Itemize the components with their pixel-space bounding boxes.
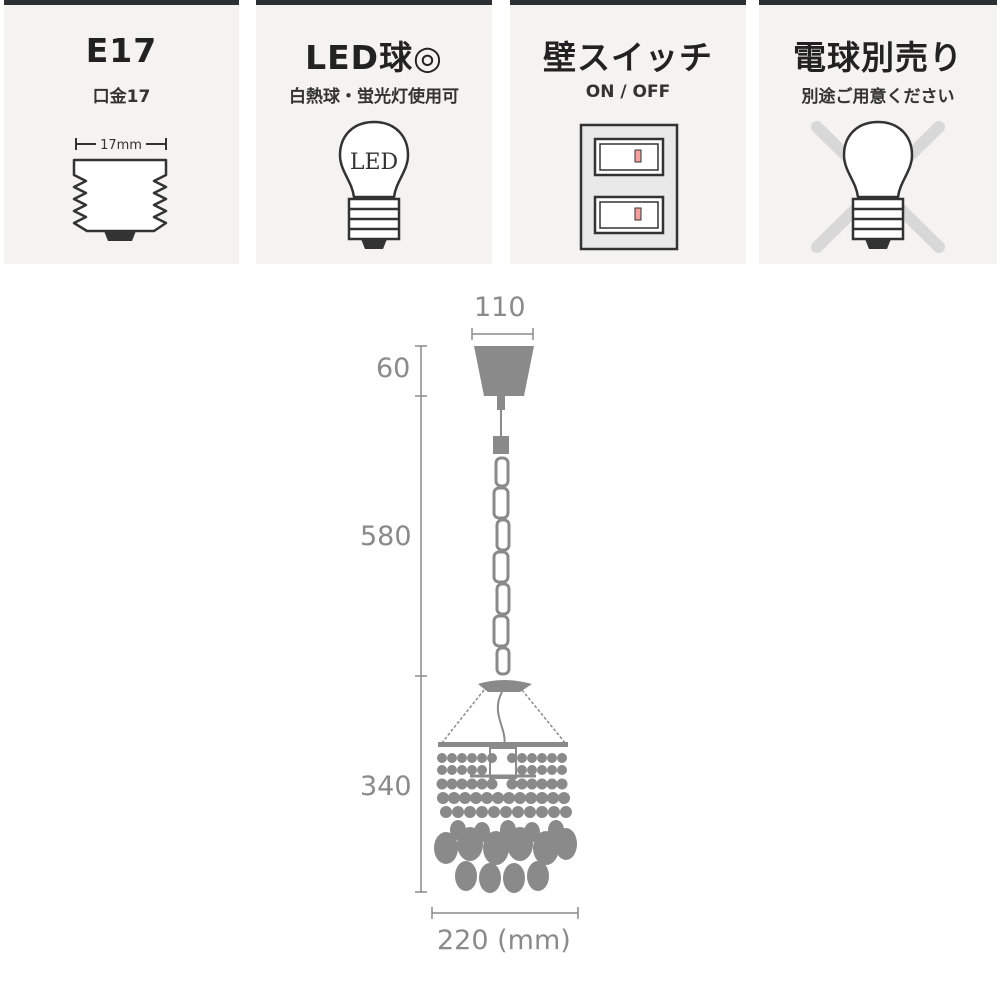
crystal-bead [517,753,527,763]
dim-chain-length: 580 [360,521,412,552]
feature-subtitle: 白熱球・蛍光灯使用可 [289,87,459,107]
crystal-bead [437,765,447,775]
crystal-drop [500,820,516,840]
feature-subtitle: ON / OFF [585,82,671,102]
feature-title: LED球◎ [305,38,443,77]
feature-card-socket: E17 口金17 17mm [4,0,239,264]
crystal-bead [536,806,548,818]
crystal-bead [526,778,538,790]
crystal-drop [548,820,564,840]
crystal-bead [506,778,518,790]
crystal-bead [437,792,449,804]
crystal-bead [436,778,448,790]
crystal-bead [477,765,487,775]
crystal-bead [536,792,548,804]
crystal-bead [507,753,517,763]
wall-switch-icon [579,123,679,251]
feature-title: 壁スイッチ [543,38,713,77]
crystal-bead [517,765,527,775]
crystal-bead [557,753,567,763]
crystal-bead [477,753,487,763]
dim-top-width: 110 [474,292,526,323]
chandelier-dimension-drawing [415,328,579,919]
crystal-bead [487,753,497,763]
crystal-drop [524,822,540,842]
crystal-bead [537,753,547,763]
dim-bottom-width: 220 (mm) [437,925,571,956]
crystal-bead [476,806,488,818]
crystal-bead [466,778,478,790]
crystal-bead [456,778,468,790]
feature-subtitle: 口金17 [92,87,151,107]
crystal-bead [470,792,482,804]
bulb-base-icon: 17mm [72,138,168,241]
crystal-bead [467,765,477,775]
crystal-bead [547,753,557,763]
crystal-bead [512,806,524,818]
measure-label: 17mm [100,138,142,153]
crystal-bead [440,806,452,818]
crystal-bead [546,778,558,790]
led-label: LED [350,150,398,175]
feature-card-bulb-sold-separately: 電球別売り 別途ご用意ください [759,0,997,264]
crystal-bead [448,792,460,804]
crystal-bead [467,753,477,763]
crystal-bead [548,806,560,818]
crystal-bead [524,806,536,818]
crystal-drop [483,831,509,865]
crystal-bead [560,806,572,818]
crystal-bead [557,765,567,775]
crystal-bead [481,792,493,804]
crystal-bead [547,792,559,804]
crystal-bead [514,792,526,804]
crystal-bead [525,792,537,804]
crystal-bead [437,753,447,763]
crystal-bead [556,778,568,790]
crystal-bead [492,792,504,804]
crystal-bead [537,765,547,775]
feature-title: E17 [85,31,158,70]
crystal-bead [527,765,537,775]
bulb-crossed-icon [811,120,945,253]
feature-card-led: LED球◎ 白熱球・蛍光灯使用可 LED [256,0,492,264]
crystal-bead [558,792,570,804]
crystal-bead [464,806,476,818]
crystal-drop [479,863,501,893]
dim-shade-height: 340 [360,771,412,802]
crystal-bead [457,765,467,775]
crystal-drop [527,861,549,891]
crystal-bead [536,778,548,790]
crystal-bead [459,792,471,804]
feature-title: 電球別売り [793,38,963,77]
feature-subtitle: 別途ご用意ください [801,87,955,107]
crystal-bead [527,753,537,763]
crystal-bead [500,806,512,818]
crystal-drop [455,861,477,891]
led-bulb-icon: LED [338,120,410,249]
crystal-bead [457,753,467,763]
crystal-bead [547,765,557,775]
crystal-drop [474,822,490,842]
crystal-bead [447,753,457,763]
crystal-bead [503,792,515,804]
crystal-drop [503,863,525,893]
crystal-bead [476,778,488,790]
crystal-bead [446,778,458,790]
crystal-bead [486,778,498,790]
crystal-bead [516,778,528,790]
crystal-bead [452,806,464,818]
crystal-drop [450,820,466,840]
crystal-bead [447,765,457,775]
crystal-drop [533,831,559,865]
crystal-bead [488,806,500,818]
dim-canopy-height: 60 [376,353,411,384]
feature-card-switch: 壁スイッチ ON / OFF [510,0,746,264]
crystal-drop [434,832,458,864]
